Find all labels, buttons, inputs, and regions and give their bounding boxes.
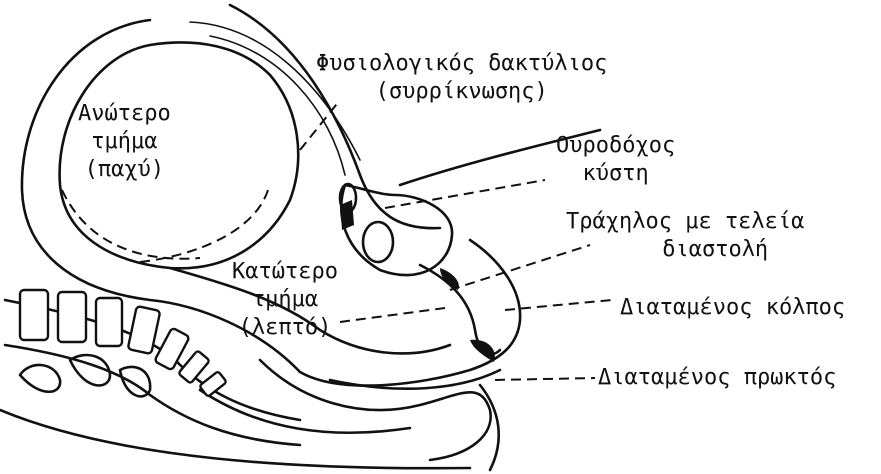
label-line: Τράχηλος με τελεία	[566, 208, 804, 236]
bladder-shade	[340, 200, 354, 230]
label-line: τμήμα	[232, 286, 338, 314]
vagina-wall	[330, 370, 500, 389]
bladder-lumen	[363, 222, 393, 262]
label-line: διαστολή	[566, 236, 804, 264]
leader-vagina	[505, 300, 612, 310]
label-line: Ανώτερο	[78, 100, 171, 128]
leader-bladder	[385, 180, 545, 208]
label-line: (παχύ)	[78, 156, 171, 184]
cavity-dash	[62, 190, 200, 259]
abdominal-wall	[230, 5, 440, 228]
vertebra	[58, 292, 86, 342]
vagina-shade	[470, 340, 495, 362]
label-lower-segment: Κατώτερο τμήμα (λεπτό)	[232, 258, 338, 342]
label-line: κύστη	[556, 160, 675, 188]
label-line: (λεπτό)	[232, 314, 338, 342]
label-line: Ουροδόχος	[556, 132, 675, 160]
rectum-inner	[200, 390, 410, 433]
label-vagina: Διαταμένος κόλπος	[620, 294, 845, 322]
label-rectum: Διαταμένος πρωκτός	[598, 364, 836, 392]
label-line: Κατώτερο	[232, 258, 338, 286]
sacrum-line-2	[5, 345, 300, 445]
vertebra	[199, 371, 227, 397]
vertebra	[154, 328, 189, 371]
leader-lower	[340, 308, 445, 322]
vertebra	[20, 290, 48, 340]
label-cervix: Τράχηλος με τελεία διαστολή	[566, 208, 804, 264]
label-line: (συρρίκνωσης)	[316, 78, 607, 106]
leader-rectum	[495, 378, 595, 380]
label-physiological-ring: Φυσιολογικός δακτύλιος (συρρίκνωσης)	[316, 50, 607, 106]
buttock-outline	[0, 410, 470, 468]
vertebra	[178, 350, 210, 383]
vertebra	[96, 298, 122, 346]
label-line: τμήμα	[78, 128, 171, 156]
label-bladder: Ουροδόχος κύστη	[556, 132, 675, 188]
retraction-ring	[140, 190, 268, 262]
label-upper-segment: Ανώτερο τμήμα (παχύ)	[78, 100, 171, 184]
rib	[20, 365, 60, 392]
label-line: Φυσιολογικός δακτύλιος	[316, 50, 607, 78]
